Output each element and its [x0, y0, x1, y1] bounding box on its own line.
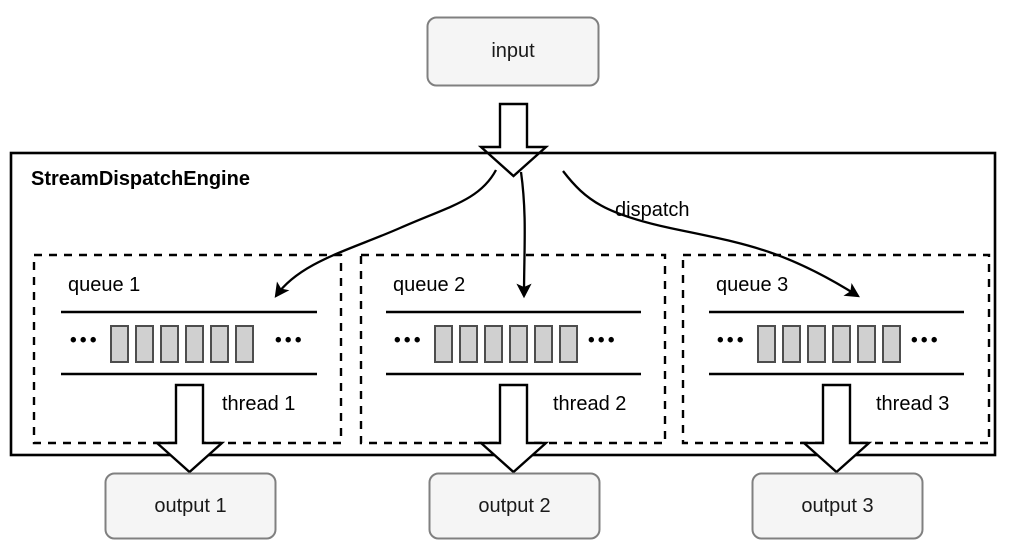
input-box[interactable] [426, 16, 600, 87]
lane-3-thread-label: thread 3 [876, 393, 950, 415]
queue-item [484, 325, 503, 363]
queue-item [882, 325, 901, 363]
dispatch-arrow-lane-1 [274, 169, 498, 298]
output-1-label: output 1 [154, 494, 227, 517]
output-3-box[interactable] [751, 472, 924, 540]
dispatch-arrow-lane-3 [562, 170, 860, 298]
input-label: input [491, 40, 535, 62]
output-1-box[interactable] [104, 472, 277, 540]
lane-1-trailing-ellipsis: • • • [275, 330, 301, 351]
output-2-box[interactable] [428, 472, 601, 540]
queue-item [110, 325, 129, 363]
lane-1-thread-label: thread 1 [222, 393, 296, 415]
queue-item [210, 325, 229, 363]
queue-item [509, 325, 528, 363]
lane-2-dashed-box [359, 253, 667, 445]
lane-1-leading-ellipsis: • • • [70, 330, 96, 351]
lane-1-queue-label: queue 1 [68, 274, 141, 296]
output-2-label: output 2 [478, 494, 551, 517]
queue-item [185, 325, 204, 363]
queue-item [782, 325, 801, 363]
dispatch-arrow-lane-2 [516, 171, 532, 299]
lane-2-queue-items [434, 325, 578, 363]
queue-item [757, 325, 776, 363]
input-to-engine-block-arrow [477, 102, 550, 178]
lane-2-thread-label: thread 2 [553, 393, 627, 415]
queue-item [857, 325, 876, 363]
queue-item [434, 325, 453, 363]
output-3-label: output 3 [801, 494, 874, 517]
queue-item [135, 325, 154, 363]
lane-1-queue-items [110, 325, 254, 363]
lane-2-trailing-ellipsis: • • • [588, 330, 614, 351]
lane-3-trailing-ellipsis: • • • [911, 330, 937, 351]
queue-item [832, 325, 851, 363]
queue-item [534, 325, 553, 363]
lane-3-queue-items [757, 325, 901, 363]
lane-2-thread-output-arrow [477, 383, 550, 474]
lane-3-thread-output-arrow [800, 383, 873, 474]
queue-item [559, 325, 578, 363]
lane-3-leading-ellipsis: • • • [717, 330, 743, 351]
lane-3-queue-label: queue 3 [716, 274, 789, 296]
queue-item [235, 325, 254, 363]
dispatch-label: dispatch [615, 199, 690, 221]
lane-1-thread-output-arrow [153, 383, 226, 474]
lane-2-leading-ellipsis: • • • [394, 330, 420, 351]
queue-item [459, 325, 478, 363]
engine-title: StreamDispatchEngine [31, 168, 250, 190]
queue-item [160, 325, 179, 363]
lane-2-queue-label: queue 2 [393, 274, 466, 296]
queue-item [807, 325, 826, 363]
